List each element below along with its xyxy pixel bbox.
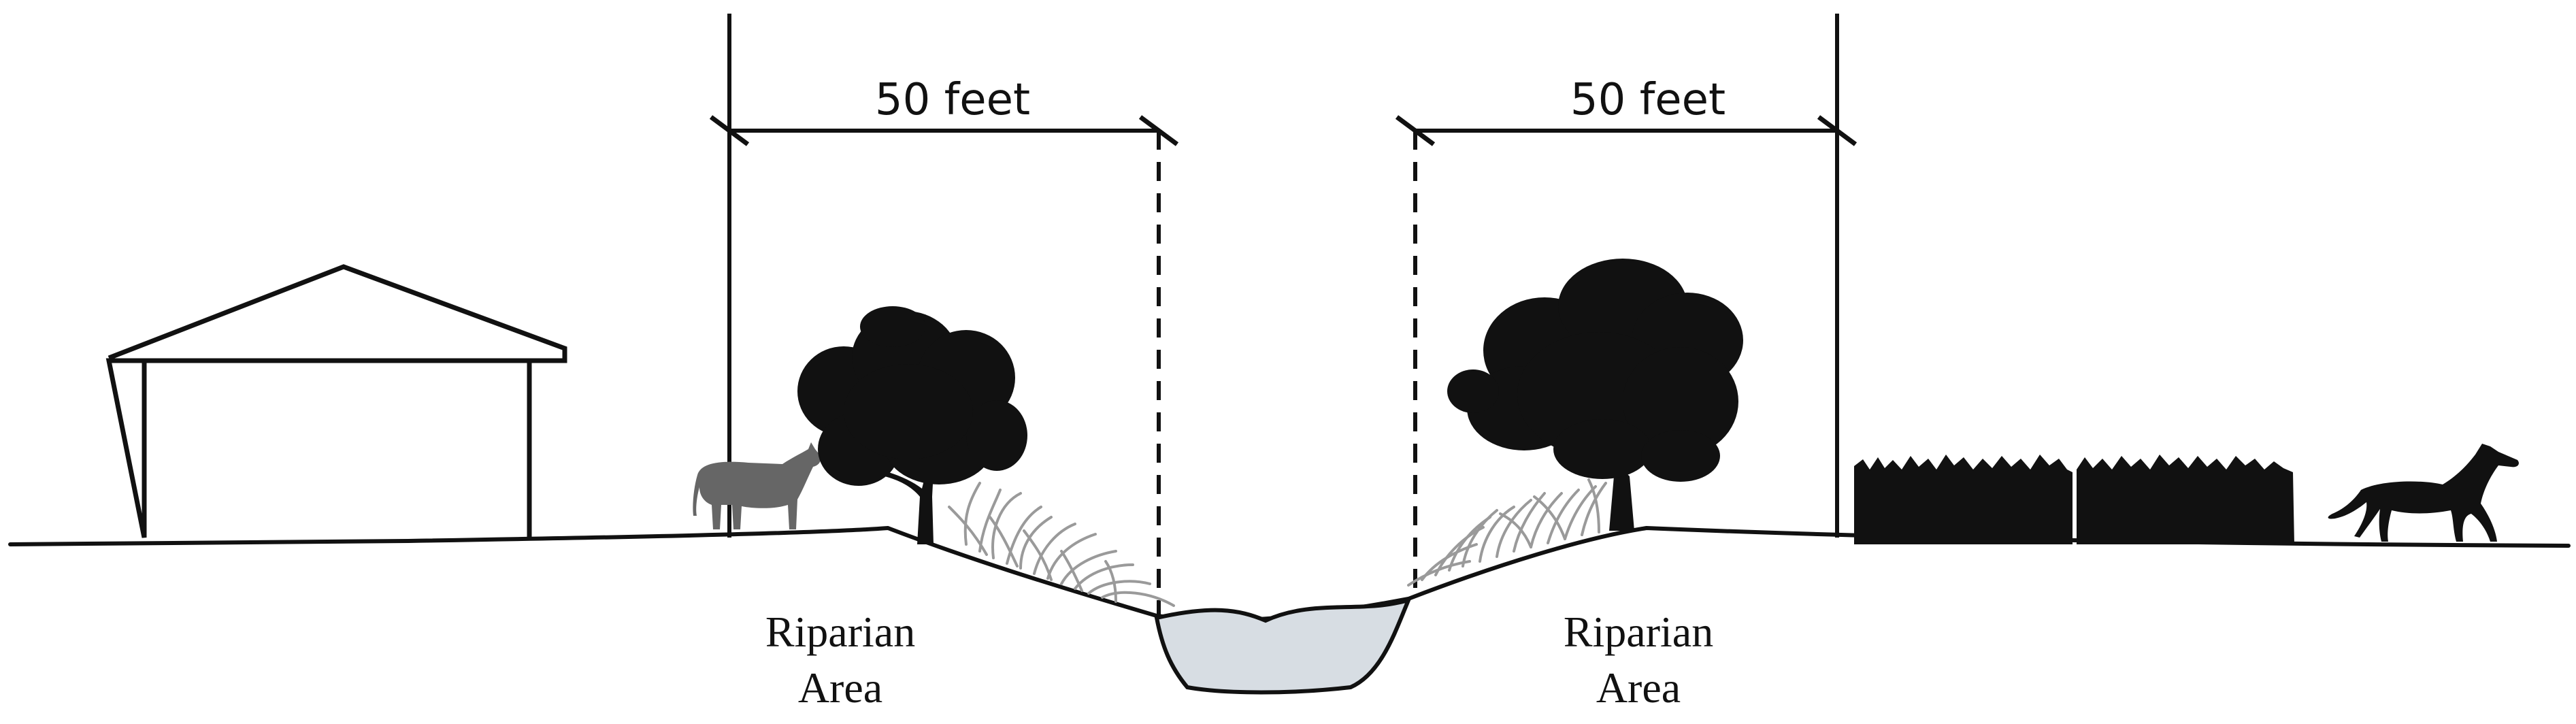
- horse-icon: [2328, 444, 2519, 542]
- riparian-area-label-right-line2: Area: [1596, 663, 1681, 712]
- riparian-area-label-left-line2: Area: [798, 663, 882, 712]
- hedge-icon: [1854, 455, 2294, 544]
- dimension-left-label: 50 feet: [875, 75, 1030, 125]
- riparian-area-label-right-line1: Riparian: [1564, 608, 1713, 656]
- dimension-right-label: 50 feet: [1570, 75, 1725, 125]
- stream-water: [1157, 600, 1408, 693]
- riparian-area-label-left-line1: Riparian: [765, 608, 915, 656]
- cow-icon: [693, 442, 821, 529]
- tree-right-icon: [1447, 259, 1743, 531]
- house: [109, 267, 565, 538]
- grass-right-icon: [1408, 480, 1606, 585]
